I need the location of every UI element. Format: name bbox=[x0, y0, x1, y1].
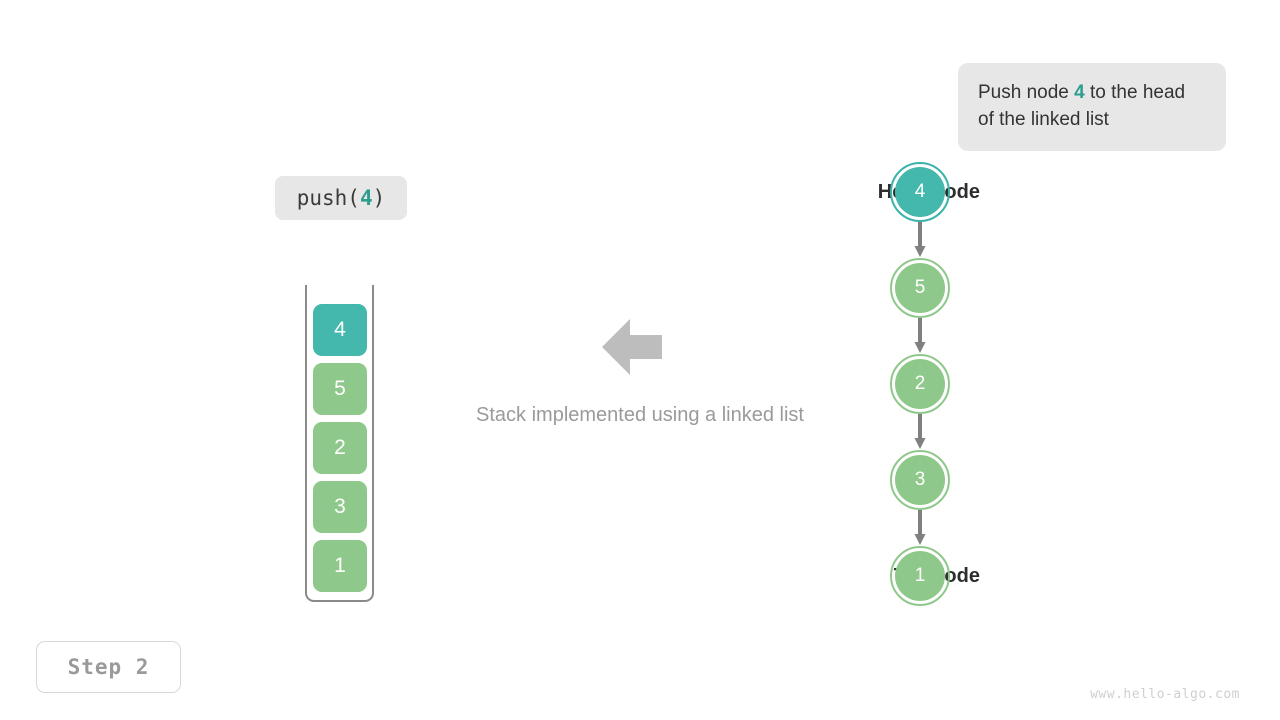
node-disc: 3 bbox=[895, 455, 945, 505]
node-value: 3 bbox=[914, 469, 926, 490]
stack-cell-value: 3 bbox=[334, 495, 346, 518]
watermark: www.hello-algo.com bbox=[1090, 687, 1240, 702]
link-arrow-icon bbox=[914, 414, 926, 450]
callout-text-after: to the head of the linked list bbox=[978, 82, 1186, 130]
operation-argument: 4 bbox=[359, 186, 373, 210]
node-value: 1 bbox=[914, 565, 926, 586]
step-badge: Step 2 bbox=[36, 641, 181, 693]
left-arrow-icon bbox=[602, 318, 662, 376]
stack-walls bbox=[305, 285, 374, 602]
node-value: 5 bbox=[914, 277, 926, 298]
stack-cell: 4 bbox=[313, 304, 367, 356]
node-disc: 5 bbox=[895, 263, 945, 313]
node-ring bbox=[890, 354, 950, 414]
stack-container: 4 5 2 3 1 bbox=[305, 285, 374, 602]
link-arrow-icon bbox=[914, 318, 926, 354]
node-disc: 2 bbox=[895, 359, 945, 409]
callout-highlight-value: 4 bbox=[1074, 82, 1085, 103]
link-arrow-icon bbox=[914, 510, 926, 546]
node-ring bbox=[890, 162, 950, 222]
linked-list: Head node 4 5 2 3 bbox=[760, 160, 980, 610]
stack-cell: 1 bbox=[313, 540, 367, 592]
diagram-caption: Stack implemented using a linked list bbox=[476, 404, 804, 426]
stack-cell-value: 5 bbox=[334, 377, 346, 400]
node-disc: 1 bbox=[895, 551, 945, 601]
node-value: 2 bbox=[914, 373, 926, 394]
node-disc: 4 bbox=[895, 167, 945, 217]
stack-cell: 5 bbox=[313, 363, 367, 415]
stack-cell-value: 4 bbox=[334, 318, 346, 341]
callout-text-before: Push node bbox=[978, 82, 1075, 103]
linked-list-node: 3 bbox=[890, 450, 950, 510]
linked-list-node: 1 bbox=[890, 546, 950, 606]
node-ring bbox=[890, 258, 950, 318]
linked-list-node: 4 bbox=[890, 162, 950, 222]
node-value: 4 bbox=[914, 181, 926, 202]
link-arrow-icon bbox=[914, 222, 926, 258]
operation-prefix: push( bbox=[296, 186, 360, 210]
node-ring bbox=[890, 546, 950, 606]
stack-cell: 2 bbox=[313, 422, 367, 474]
operation-suffix: ) bbox=[372, 186, 386, 210]
stack-cell-value: 2 bbox=[334, 436, 346, 459]
stack-cell-value: 1 bbox=[334, 554, 346, 577]
node-ring bbox=[890, 450, 950, 510]
stack-cell-list: 4 5 2 3 1 bbox=[313, 304, 367, 599]
operation-chip: push(4) bbox=[275, 176, 407, 220]
callout-box: Push node 4 to the head of the linked li… bbox=[958, 63, 1226, 151]
linked-list-node: 2 bbox=[890, 354, 950, 414]
linked-list-node: 5 bbox=[890, 258, 950, 318]
stack-cell: 3 bbox=[313, 481, 367, 533]
